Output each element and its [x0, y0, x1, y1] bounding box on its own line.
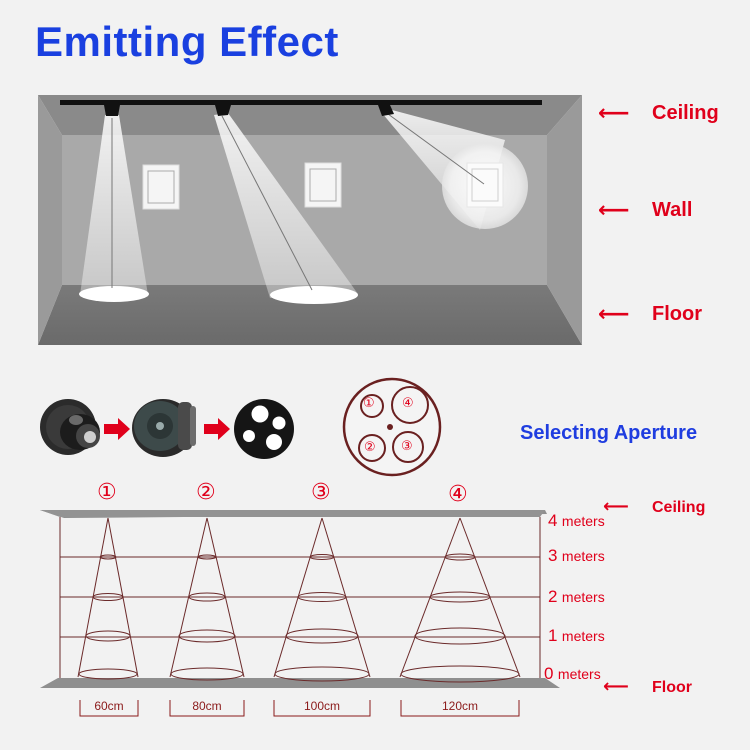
- arrow-left-icon: ⟵: [598, 100, 630, 125]
- height-label-0: 0 meters: [544, 664, 601, 683]
- aperture-hole-label-1: ①: [363, 396, 375, 411]
- lamp-housing-photo: [132, 399, 196, 457]
- width-label-1: 60cm: [94, 699, 124, 713]
- page-title: Emitting Effect: [35, 18, 339, 65]
- aperture-selector-diagram: [342, 377, 442, 477]
- aperture-hole-label-2: ②: [364, 440, 376, 455]
- diagram-floor-label: Floor: [652, 679, 692, 696]
- diagram-floor-plate: [40, 678, 560, 688]
- left-wall: [38, 95, 62, 345]
- wall-frame-2: [304, 162, 342, 208]
- column-number-4: ④: [448, 482, 468, 507]
- beam-1: [80, 115, 148, 295]
- spotlight-3: [378, 105, 394, 116]
- width-label-2: 80cm: [192, 699, 222, 713]
- ceiling-label: Ceiling: [652, 102, 719, 124]
- aperture-hole-label-4: ④: [402, 396, 414, 411]
- width-label-3: 100cm: [303, 699, 341, 713]
- beam-2: [214, 113, 358, 298]
- floor-spot-2: [270, 286, 358, 304]
- height-label-4: 4 meters: [548, 511, 605, 530]
- floor-plane: [38, 285, 582, 345]
- arrow-icon: [204, 418, 230, 440]
- arrow-left-icon: ⟵: [603, 496, 629, 516]
- arrow-left-icon: ⟵: [603, 676, 629, 696]
- right-wall: [547, 95, 582, 345]
- light-track: [60, 100, 542, 105]
- diagram-ceiling-label: Ceiling: [652, 499, 706, 516]
- aperture-hole-label-3: ③: [401, 439, 413, 454]
- floor-label: Floor: [652, 303, 702, 325]
- height-label-3: 3 meters: [548, 546, 605, 565]
- spotlight-2: [215, 105, 231, 116]
- width-label-4: 120cm: [441, 699, 479, 713]
- height-label-2: 2 meters: [548, 587, 605, 606]
- spotlight-1: [104, 105, 120, 116]
- column-number-3: ③: [311, 480, 331, 505]
- wall-frame-1: [142, 164, 180, 210]
- beam-cone-1: [77, 517, 139, 680]
- beam-cone-2: [169, 517, 245, 681]
- beam-cone-3: [273, 517, 371, 682]
- wall-label: Wall: [652, 199, 693, 221]
- arrow-left-icon: ⟵: [598, 301, 630, 326]
- column-number-1: ①: [97, 480, 117, 505]
- floor-spot-1: [79, 286, 149, 302]
- lens-barrel-photo: [40, 399, 100, 455]
- arrow-left-icon: ⟵: [598, 197, 630, 222]
- arrow-icon: [104, 418, 130, 440]
- aperture-title: Selecting Aperture: [520, 422, 698, 444]
- width-brackets: [79, 700, 520, 717]
- beam-cone-4: [399, 517, 521, 683]
- height-grid: [59, 517, 541, 678]
- column-number-2: ②: [196, 480, 216, 505]
- height-label-1: 1 meters: [548, 626, 605, 645]
- aperture-disc-photo: [234, 399, 294, 459]
